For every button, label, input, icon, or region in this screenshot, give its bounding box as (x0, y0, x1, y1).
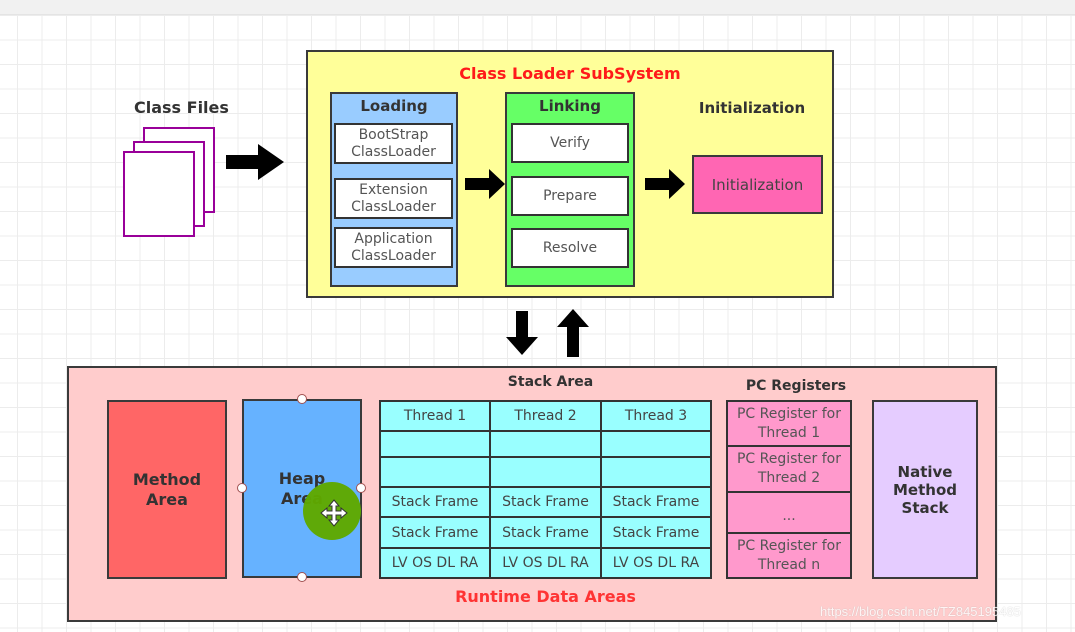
resolve-step[interactable]: Resolve (511, 228, 629, 268)
stack-frame-cell[interactable]: Stack Frame (602, 518, 710, 549)
top-bar (0, 0, 1075, 15)
extension-classloader[interactable]: Extension ClassLoader (334, 178, 453, 219)
stack-frame-cell[interactable]: Stack Frame (602, 488, 710, 518)
native-line2: Method (893, 480, 957, 499)
move-cursor-icon (320, 499, 348, 527)
pc-register-line1: PC Register for (736, 537, 841, 554)
linking-title: Linking (539, 97, 601, 115)
bootstrap-classloader[interactable]: BootStrap ClassLoader (334, 123, 453, 164)
resize-handle-bottom[interactable] (297, 572, 307, 582)
runtime-title: Runtime Data Areas (455, 587, 636, 606)
arrow-right-icon (226, 144, 284, 180)
subsystem-title: Class Loader SubSystem (459, 64, 681, 83)
stack-empty-cell[interactable] (602, 458, 710, 488)
application-line2: ClassLoader (351, 247, 436, 264)
pc-register-line1: PC Register for (736, 405, 841, 422)
extension-line2: ClassLoader (351, 198, 436, 215)
class-file-page (123, 151, 195, 237)
stack-frame-cell[interactable]: Stack Frame (381, 518, 491, 549)
loading-title: Loading (360, 97, 428, 115)
initialization-step[interactable]: Initialization (692, 155, 823, 214)
stack-frame-components[interactable]: LV OS DL RA (491, 549, 602, 577)
pc-registers-title: PC Registers (745, 378, 847, 394)
watermark: https://blog.csdn.net/TZ845195485 (820, 604, 1021, 619)
stack-empty-cell[interactable] (491, 458, 602, 488)
method-area-line2: Area (146, 489, 188, 509)
stack-frame-components[interactable]: LV OS DL RA (381, 549, 491, 577)
method-area[interactable]: Method Area (107, 400, 227, 579)
native-line3: Stack (901, 498, 949, 517)
stack-area-title: Stack Area (507, 374, 594, 390)
prepare-step[interactable]: Prepare (511, 176, 629, 216)
stack-empty-cell[interactable] (381, 432, 491, 458)
heap-area-line1: Heap (278, 469, 326, 489)
pc-register-item[interactable]: PC Register for Thread 2 (728, 447, 850, 493)
stack-frame-components[interactable]: LV OS DL RA (612, 555, 700, 571)
application-line1: Application (354, 230, 433, 247)
stack-thread-header[interactable]: Thread 2 (491, 402, 602, 432)
arrow-up-icon (557, 309, 589, 357)
pc-register-ellipsis: ... (782, 508, 796, 525)
native-method-stack[interactable]: Native Method Stack (872, 400, 978, 579)
bootstrap-line1: BootStrap (358, 126, 429, 143)
native-line1: Native (897, 462, 953, 481)
application-classloader[interactable]: Application ClassLoader (334, 227, 453, 268)
stack-frame-cell[interactable]: Stack Frame (381, 488, 491, 518)
stack-thread-header[interactable]: Thread 3 (602, 402, 710, 432)
verify-step[interactable]: Verify (511, 123, 629, 163)
method-area-line1: Method (132, 470, 202, 490)
stack-thread-header[interactable]: Thread 1 (381, 402, 491, 432)
resize-handle-top[interactable] (297, 394, 307, 404)
pc-register-item[interactable]: PC Register for Thread n (728, 534, 850, 577)
stack-empty-cell[interactable] (381, 458, 491, 488)
resize-handle-right[interactable] (356, 483, 366, 493)
pc-registers[interactable]: PC Register for Thread 1 PC Register for… (726, 400, 852, 579)
stack-frame-cell[interactable]: Stack Frame (491, 488, 602, 518)
initialization-title: Initialization (698, 99, 806, 117)
pc-register-line2: Thread 2 (757, 470, 821, 486)
arrow-right-icon (465, 169, 505, 199)
stack-empty-cell[interactable] (602, 432, 710, 458)
pc-register-line1: PC Register for (736, 451, 841, 468)
stack-empty-cell[interactable] (491, 432, 602, 458)
pc-register-line2: Thread 1 (757, 424, 821, 441)
arrow-down-icon (506, 311, 538, 355)
extension-line1: Extension (359, 181, 428, 198)
stack-frame-cell[interactable]: Stack Frame (491, 518, 602, 549)
pc-register-item[interactable]: PC Register for Thread 1 (728, 402, 850, 447)
class-files-label: Class Files (134, 98, 229, 117)
bootstrap-line2: ClassLoader (351, 143, 436, 160)
resize-handle-left[interactable] (237, 483, 247, 493)
pc-register-line2: Thread n (757, 556, 821, 573)
arrow-right-icon (645, 169, 685, 199)
pc-register-item[interactable]: ... (728, 493, 850, 534)
